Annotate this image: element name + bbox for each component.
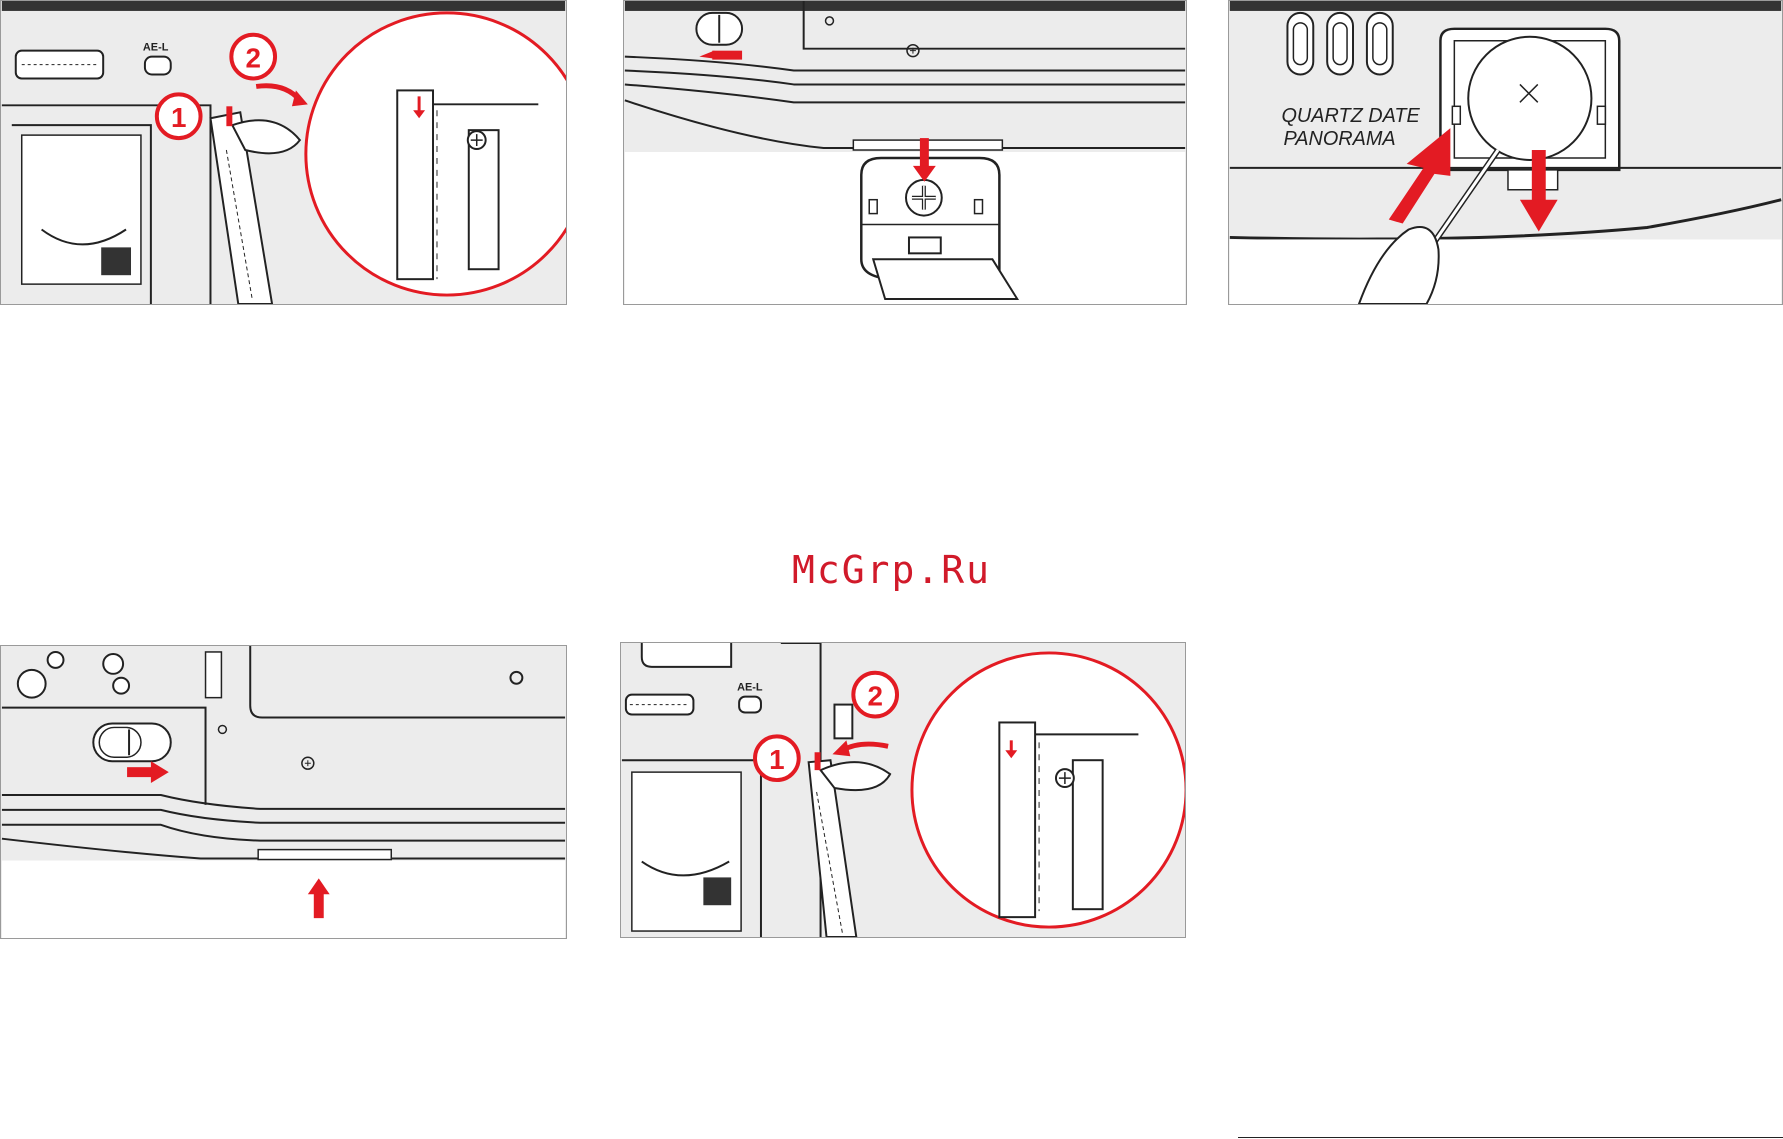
illustration-slide-lock	[0, 645, 567, 939]
model-label-line1: QUARTZ DATE	[1281, 105, 1420, 127]
model-label-line2: PANORAMA	[1283, 128, 1395, 150]
date-battery-illustration: QUARTZ DATE PANORAMA	[1229, 1, 1782, 304]
camera-back-close-illustration: AE-L 1 2	[621, 643, 1185, 937]
illustration-open-back-cover: AE-L 1 2	[0, 0, 567, 305]
ael-label: AE-L	[143, 42, 169, 54]
illustration-remove-battery-cover	[623, 0, 1187, 305]
callout-step-1: 1	[755, 736, 799, 780]
watermark-text: McGrp.Ru	[0, 548, 1783, 592]
svg-text:1: 1	[769, 744, 784, 775]
illustration-close-back-cover: AE-L 1 2	[620, 642, 1186, 938]
camera-back-illustration: AE-L 1 2	[1, 1, 566, 304]
svg-text:2: 2	[245, 43, 260, 74]
slide-lock-illustration	[1, 646, 566, 938]
svg-text:2: 2	[867, 681, 882, 712]
illustration-replace-date-battery: QUARTZ DATE PANORAMA	[1228, 0, 1783, 305]
callout-step-2: 2	[853, 673, 897, 717]
footer-rule	[1238, 1137, 1783, 1138]
bottom-plate-illustration	[624, 1, 1186, 304]
callout-step-1: 1	[157, 94, 201, 138]
svg-text:1: 1	[171, 102, 186, 133]
callout-step-2: 2	[231, 35, 275, 79]
ael-label: AE-L	[737, 682, 763, 694]
